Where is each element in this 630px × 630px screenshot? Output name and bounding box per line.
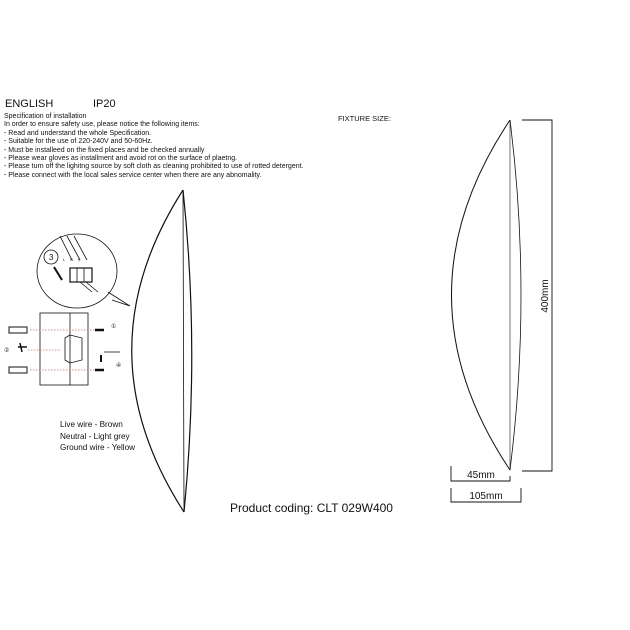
specification-text: Specification of installation In order t… (4, 113, 304, 180)
wire-label-ground: Ground wire - Yellow (60, 443, 136, 452)
wire-label-neutral: Neutral - Light grey (60, 431, 130, 441)
spec-item: - Read and understand the whole Specific… (4, 129, 152, 137)
step-1-marker: ① (111, 323, 116, 330)
spec-item: - Please connect with the local sales se… (4, 171, 262, 179)
height-dimension: 400mm (540, 279, 551, 312)
terminal-label: N (70, 257, 73, 262)
spec-item: - Must be installeed on the fixed places… (4, 146, 205, 154)
spec-item: - Please turn off the lighitng source by… (4, 163, 304, 171)
spec-title: Specification of installation (4, 113, 87, 120)
terminal-label: ⏚ (77, 256, 81, 262)
product-coding: Product coding: CLT 029W400 (230, 501, 393, 515)
step-4-marker: ④ (116, 362, 121, 369)
ip-rating: IP20 (93, 98, 116, 110)
language-label: ENGLISH (5, 98, 54, 110)
step-2-marker: ② (4, 347, 9, 354)
step-3-number: 3 (49, 253, 54, 262)
spec-item: - Suitable for the use of 220-240V and 5… (4, 138, 153, 146)
fixture-size-label: FIXTURE SIZE: (338, 114, 391, 123)
spec-item: - Please wear gloves as installment and … (4, 155, 238, 163)
wire-label-live: Live wire - Brown (60, 420, 123, 429)
fixture-front-drawing (131, 189, 193, 513)
body-depth-dimension: 45mm (467, 470, 495, 481)
terminal-label: L (63, 257, 66, 262)
spec-intro: In order to ensure safety use, please no… (4, 121, 200, 129)
wire-color-legend: Live wire - Brown Neutral - Light grey G… (60, 419, 135, 454)
total-depth-dimension: 105mm (469, 491, 502, 502)
dimension-lines (450, 119, 553, 503)
fixture-side-drawing (451, 119, 522, 471)
terminal-callout (36, 233, 131, 309)
mounting-bracket (8, 312, 120, 386)
